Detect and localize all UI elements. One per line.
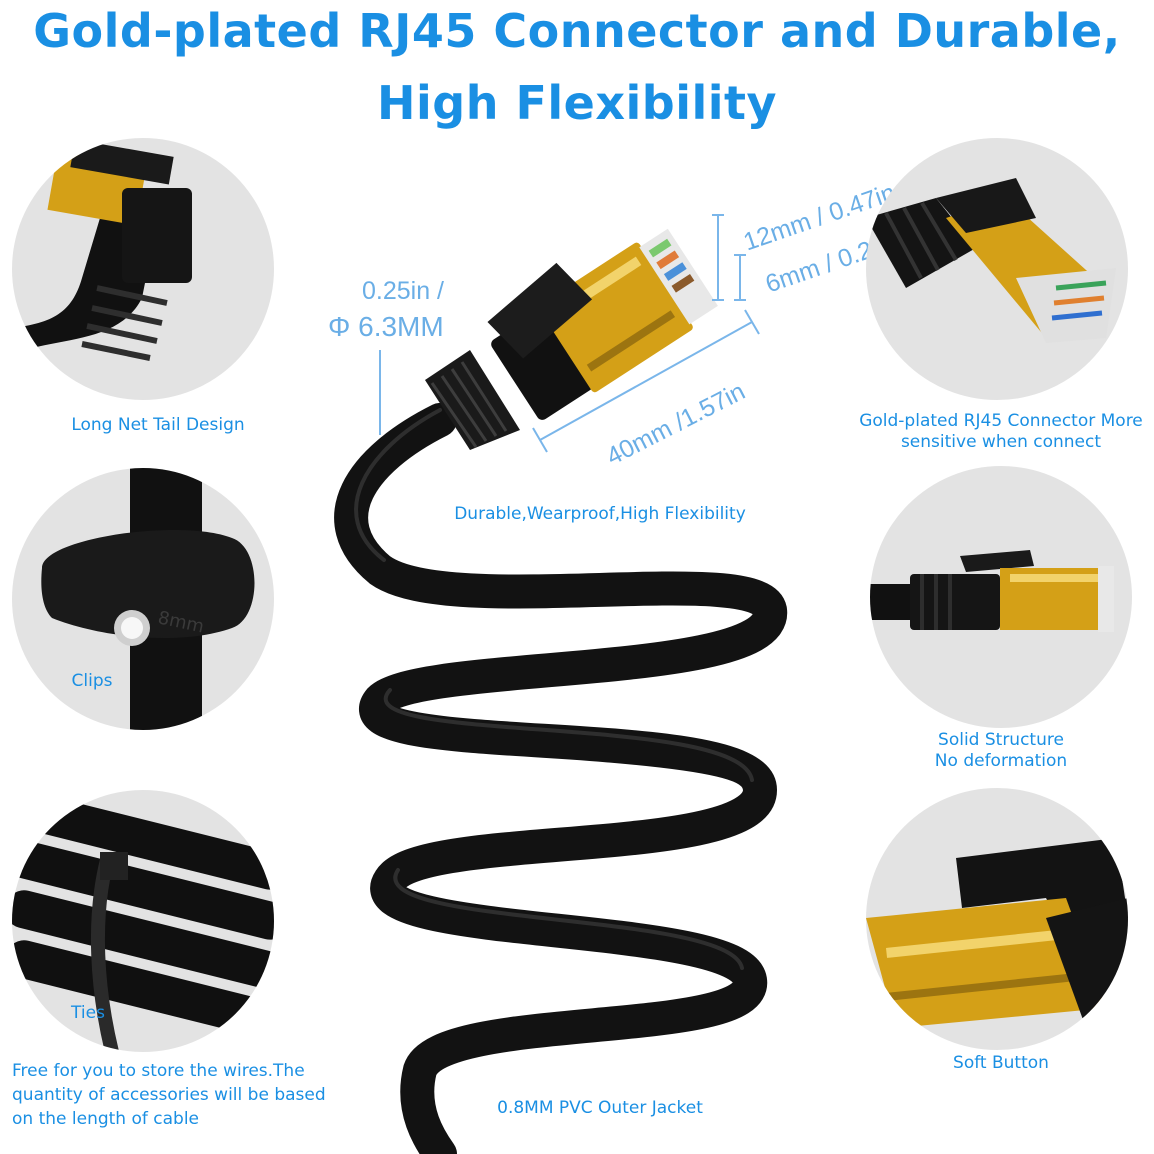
ties-image — [12, 790, 274, 1052]
accessories-note-line-1: Free for you to store the wires.The — [12, 1061, 305, 1081]
solid-structure-label-line-2: No deformation — [934, 751, 1068, 771]
tail-design-label: Long Net Tail Design — [71, 415, 245, 435]
accessories-note-line-3: on the length of cable — [12, 1109, 199, 1129]
headline-line-1: Gold-plated RJ45 Connector and Durable, — [33, 4, 1121, 58]
soft-button-label: Soft Button — [953, 1053, 1049, 1073]
solid-structure-label-line-1: Solid Structure — [938, 730, 1064, 750]
gold-connector-label-line-2: sensitive when connect — [900, 432, 1102, 452]
accessories-note-line-2: quantity of accessories will be based — [12, 1085, 326, 1105]
diameter-inch-label: 0.25in / — [362, 277, 445, 305]
gold-connector-image — [866, 138, 1128, 400]
solid-structure-label: Solid Structure No deformation — [870, 730, 1132, 772]
solid-structure-image — [870, 466, 1132, 728]
cable-coil — [334, 403, 787, 1154]
durable-label: Durable,Wearproof,High Flexibility — [454, 504, 746, 524]
connector-head — [487, 228, 718, 420]
clips-label: Clips — [71, 671, 113, 691]
headline-line-2: High Flexibility — [377, 76, 777, 130]
diameter-mm-label: Φ 6.3MM — [328, 311, 444, 342]
gold-connector-label-line-1: Gold-plated RJ45 Connector More — [859, 411, 1143, 431]
gold-connector-label: Gold-plated RJ45 Connector More sensitiv… — [848, 411, 1154, 453]
ties-label: Ties — [71, 1003, 105, 1023]
tail-design-image — [12, 138, 274, 400]
soft-button-image — [866, 788, 1128, 1050]
jacket-label: 0.8MM PVC Outer Jacket — [497, 1098, 703, 1118]
clips-image: 8mm — [12, 468, 274, 730]
accessories-note: Free for you to store the wires.The quan… — [12, 1059, 326, 1131]
connector-boot — [425, 350, 520, 450]
